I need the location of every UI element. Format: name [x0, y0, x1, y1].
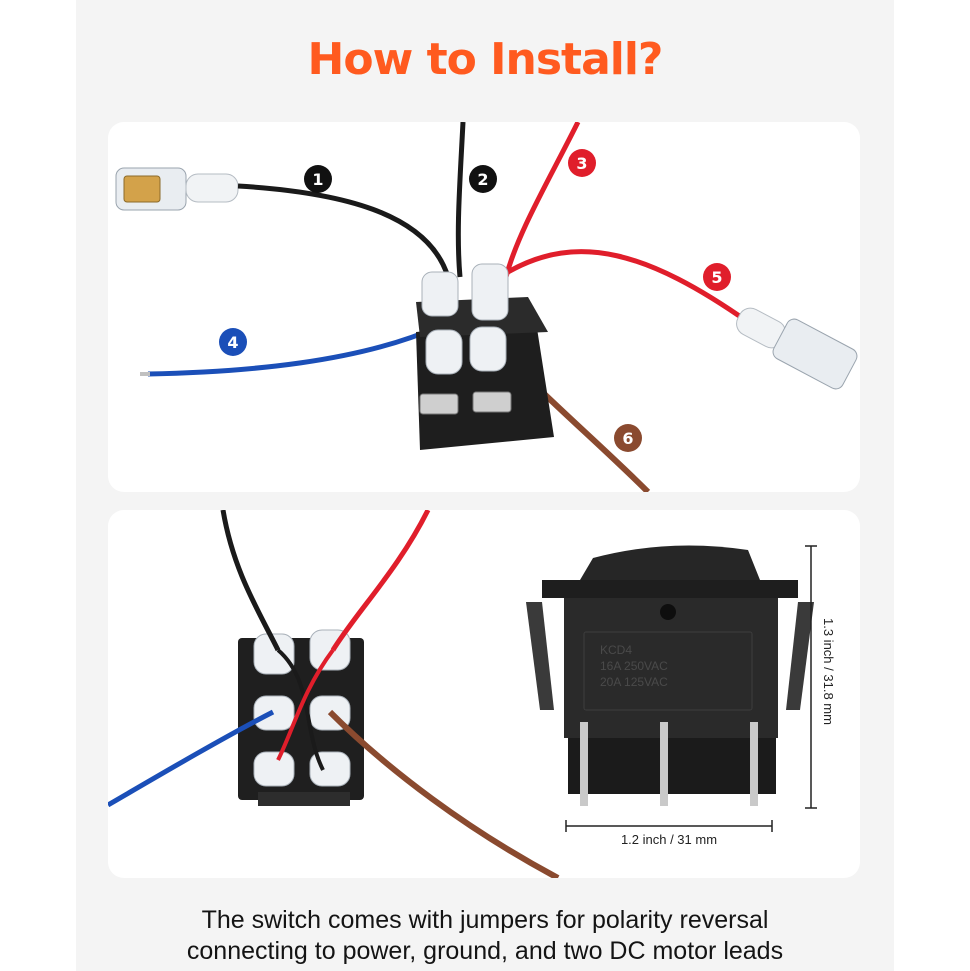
svg-text:1: 1	[312, 170, 323, 189]
height-dimension: 1.3 inch / 31.8 mm	[805, 545, 836, 809]
svg-text:KCD4: KCD4	[600, 643, 632, 657]
switch-detail: KCD4 16A 250VAC 20A 125VAC 1.3 inch / 31…	[108, 510, 836, 878]
svg-text:16A 250VAC: 16A 250VAC	[600, 659, 668, 673]
wiring-diagram: 1 2 3 4 5 6	[115, 122, 858, 492]
svg-text:3: 3	[576, 154, 587, 173]
rocker-switch-front: KCD4 16A 250VAC 20A 125VAC	[526, 545, 814, 806]
svg-text:4: 4	[227, 333, 238, 352]
wiring-diagram-card: 1 2 3 4 5 6	[108, 122, 860, 492]
svg-text:6: 6	[622, 429, 633, 448]
spade-connector-right	[736, 307, 858, 390]
badge-3: 3	[568, 149, 596, 177]
svg-text:20A 125VAC: 20A 125VAC	[600, 675, 668, 689]
badge-5: 5	[703, 263, 731, 291]
jumper-black-cross	[276, 648, 325, 771]
install-panel: How to Install?	[76, 0, 894, 971]
badge-2: 2	[469, 165, 497, 193]
page-title: How to Install?	[307, 34, 664, 85]
badge-1: 1	[304, 165, 332, 193]
svg-text:5: 5	[711, 268, 722, 287]
jumper-red-wire	[330, 510, 431, 652]
caption-line-2: connecting to power, ground, and two DC …	[186, 937, 784, 965]
wire-2-black	[455, 122, 466, 278]
caption-line-1: The switch comes with jumpers for polari…	[201, 906, 769, 934]
svg-text:1.3 inch / 31.8 mm: 1.3 inch / 31.8 mm	[821, 618, 836, 725]
jumper-blue-wire	[108, 709, 275, 808]
caption: The switch comes with jumpers for polari…	[76, 905, 894, 967]
wire-5-red	[506, 249, 750, 325]
wire-1-black	[237, 183, 451, 278]
svg-text:2: 2	[477, 170, 488, 189]
badge-4: 4	[219, 328, 247, 356]
rocker-switch-back	[416, 263, 554, 450]
jumper-black-wire	[220, 510, 281, 652]
wire-3-red	[503, 122, 581, 278]
switch-detail-card: KCD4 16A 250VAC 20A 125VAC 1.3 inch / 31…	[108, 510, 860, 878]
jumper-brown-wire	[327, 709, 560, 878]
width-dimension: 1.2 inch / 31 mm	[565, 820, 773, 847]
svg-text:1.2 inch / 31 mm: 1.2 inch / 31 mm	[621, 832, 717, 847]
badge-6: 6	[614, 424, 642, 452]
jumper-red-cross	[276, 648, 335, 761]
spade-connector-left	[115, 167, 239, 211]
wire-4-blue	[147, 324, 440, 377]
